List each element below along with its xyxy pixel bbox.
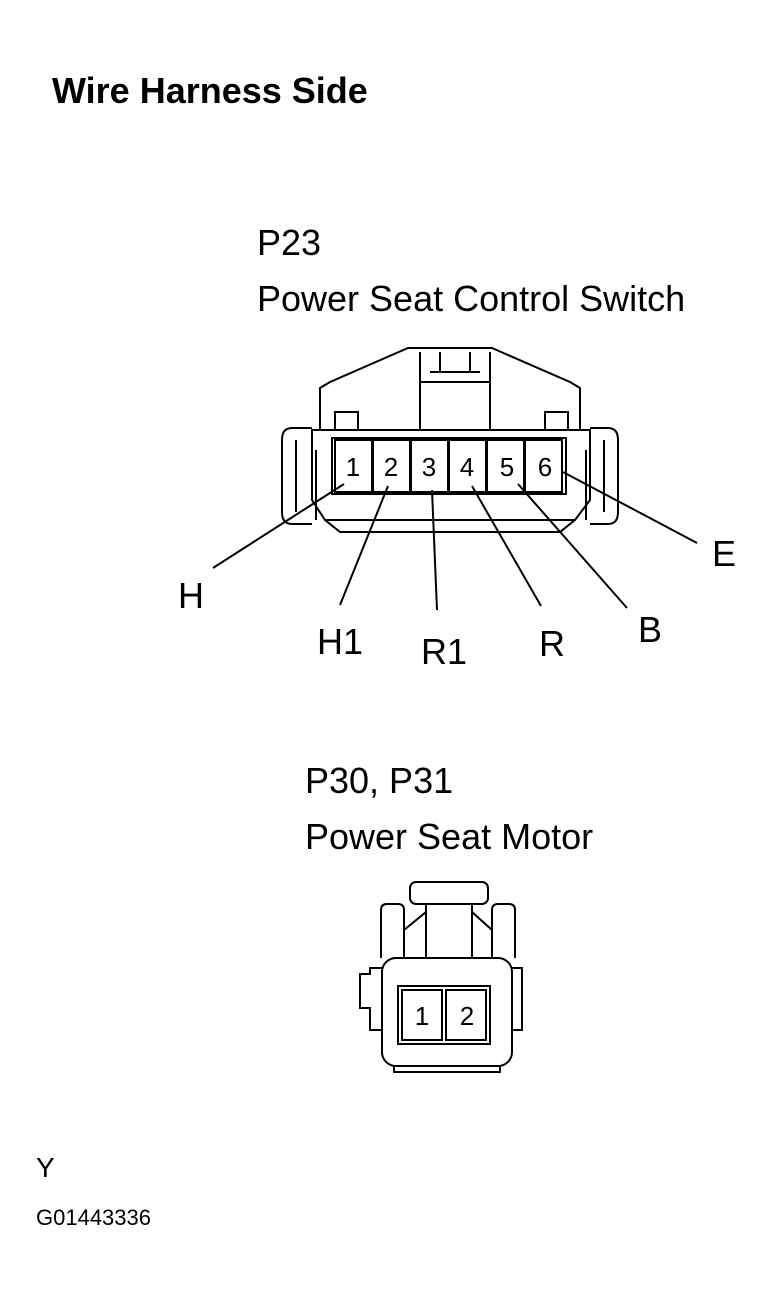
leader-line-b (517, 483, 628, 609)
motor-connector-name: Power Seat Motor (305, 816, 594, 857)
motor-pin-2-cavity (445, 989, 487, 1041)
p23-pin-number: 6 (538, 452, 552, 482)
footer-view-label: Y (36, 1152, 55, 1183)
leader-line-h1 (339, 485, 389, 606)
p23-pin-numbers: 1 2 3 4 5 6 (346, 452, 552, 482)
p23-pin-cavities (334, 439, 563, 493)
leader-line-h (212, 483, 345, 569)
motor-pin-number: 1 (415, 1001, 429, 1031)
figure-code: G01443336 (36, 1205, 151, 1230)
leader-line-r (471, 485, 542, 607)
wire-label-e: E (712, 533, 736, 574)
p23-pin-number: 4 (460, 452, 474, 482)
wire-label-h1: H1 (317, 621, 363, 662)
page-title: Wire Harness Side (52, 70, 368, 111)
wire-label-r: R (539, 623, 565, 664)
leader-line-e (562, 471, 698, 544)
p23-wire-labels: H H1 R1 R B E (178, 533, 736, 672)
motor-pin-cavities (401, 989, 487, 1041)
p23-connector-body (281, 347, 619, 533)
leader-line-r1 (431, 489, 438, 611)
p23-pin-number: 1 (346, 452, 360, 482)
wire-label-b: B (638, 609, 662, 650)
motor-pin-number: 2 (460, 1001, 474, 1031)
p23-pin-6-cavity (524, 439, 563, 493)
motor-pin-1-cavity (401, 989, 443, 1041)
wire-label-r1: R1 (421, 631, 467, 672)
p23-pin-number: 2 (384, 452, 398, 482)
p23-pin-number: 5 (500, 452, 514, 482)
p23-pin-number: 3 (422, 452, 436, 482)
motor-connector-code: P30, P31 (305, 760, 454, 801)
motor-connector-body (359, 881, 523, 1073)
motor-pin-numbers: 1 2 (415, 1001, 474, 1031)
p23-leader-lines (212, 471, 698, 611)
p23-connector-code: P23 (257, 222, 322, 263)
wire-label-h: H (178, 575, 204, 616)
p23-connector-name: Power Seat Control Switch (257, 278, 686, 319)
